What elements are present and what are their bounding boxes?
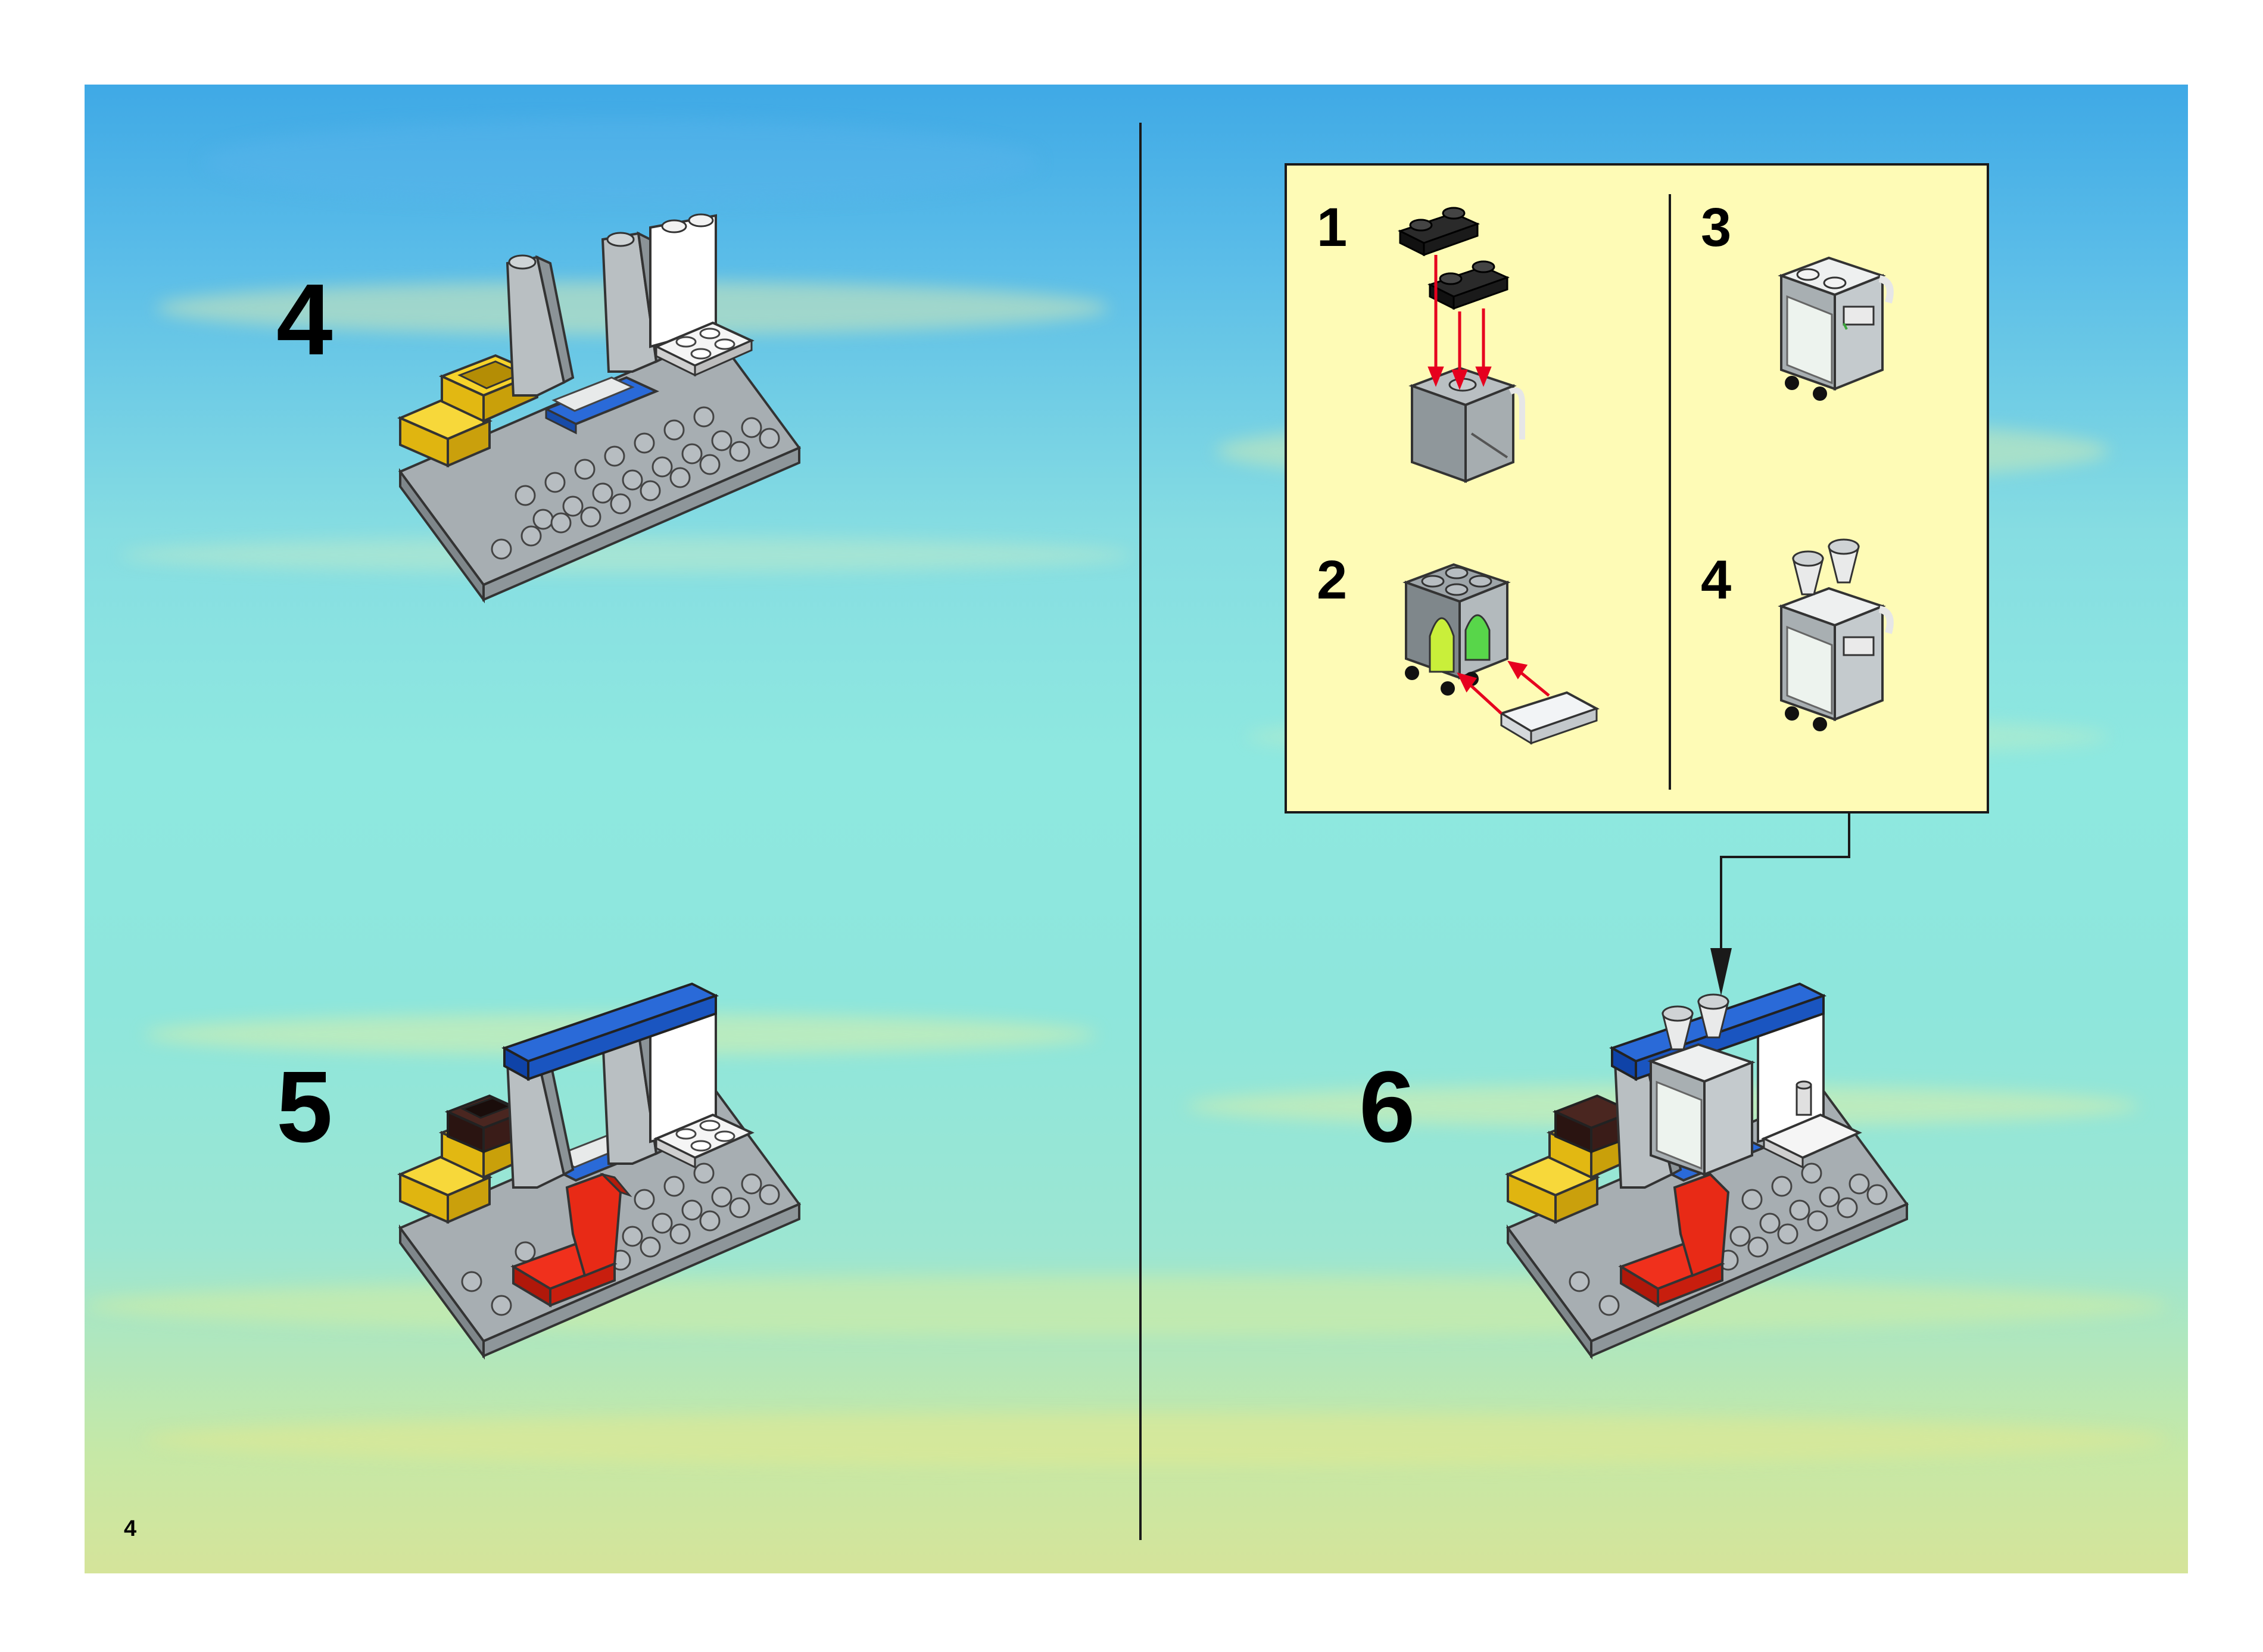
page-number: 4 xyxy=(124,1516,137,1541)
callout-divider xyxy=(1669,194,1671,790)
instruction-page: 4 5 6 xyxy=(85,85,2188,1573)
step-number-4: 4 xyxy=(276,263,333,376)
step-6-model-illustration xyxy=(1504,982,1909,1360)
sub-step-4: 4 xyxy=(1701,550,1732,610)
step-number-5: 5 xyxy=(276,1051,333,1164)
column-divider xyxy=(1139,123,1142,1540)
bg-streak xyxy=(120,537,1133,573)
sub-step-4-illustration xyxy=(1778,538,1894,731)
callout-connector-arrow xyxy=(1710,813,1850,996)
sub-step-1-illustration xyxy=(1398,207,1525,483)
bg-streak xyxy=(144,1413,2169,1466)
bg-streak xyxy=(204,120,1037,204)
sub-step-2-illustration xyxy=(1402,563,1600,745)
step-number-6: 6 xyxy=(1359,1051,1416,1164)
sub-step-2: 2 xyxy=(1317,550,1348,610)
sub-step-3-illustration xyxy=(1778,256,1894,401)
step-4-model-illustration xyxy=(397,213,802,604)
sub-assembly-callout: 1 2 3 4 xyxy=(1285,163,1989,813)
sub-step-3: 3 xyxy=(1701,197,1732,258)
sub-step-1: 1 xyxy=(1317,197,1348,258)
step-5-model-illustration xyxy=(397,982,802,1360)
